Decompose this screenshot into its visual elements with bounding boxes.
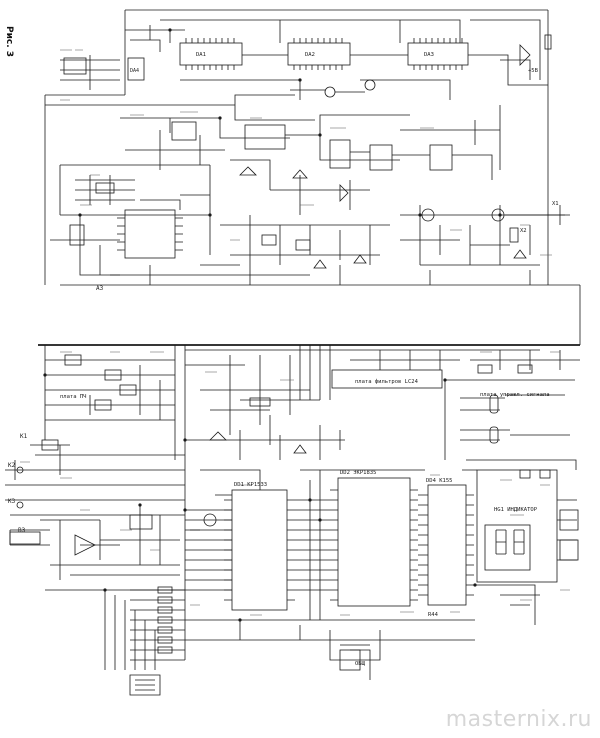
label-top-ic4: DA4 xyxy=(130,68,139,74)
label-gnd: ОБЩ xyxy=(355,661,366,667)
label-top-ic1: DA1 xyxy=(196,52,206,58)
label-x2: X2 xyxy=(520,228,527,234)
label-chip-mem: DD2 ЭКР1835 xyxy=(340,470,376,476)
watermark: masternix.ru xyxy=(445,707,592,732)
label-x1: X1 xyxy=(552,201,559,207)
label-res-out: R44 xyxy=(428,612,439,618)
label-chip-main: DD1 КР1533 xyxy=(234,482,267,488)
label-k1: K1 xyxy=(20,433,28,440)
label-board-filters: плата фильтров LC24 xyxy=(355,379,419,385)
label-ind: HG1 ИНДИКАТОР xyxy=(494,507,538,513)
label-top-ic3: DA3 xyxy=(424,52,434,58)
label-k2: K2 xyxy=(8,462,16,469)
label-chip-io: DD4 К155 xyxy=(426,478,453,484)
label-pwr: +5В xyxy=(528,68,539,74)
label-conn-b: B3 xyxy=(18,527,26,534)
label-k3: K3 xyxy=(8,498,16,505)
label-bus-a: A3 xyxy=(96,285,104,292)
label-top-ic2: DA2 xyxy=(305,52,315,58)
label-board-input: плата ПЧ xyxy=(60,394,87,400)
label-board-control: плата управл. сигнала xyxy=(480,392,550,398)
